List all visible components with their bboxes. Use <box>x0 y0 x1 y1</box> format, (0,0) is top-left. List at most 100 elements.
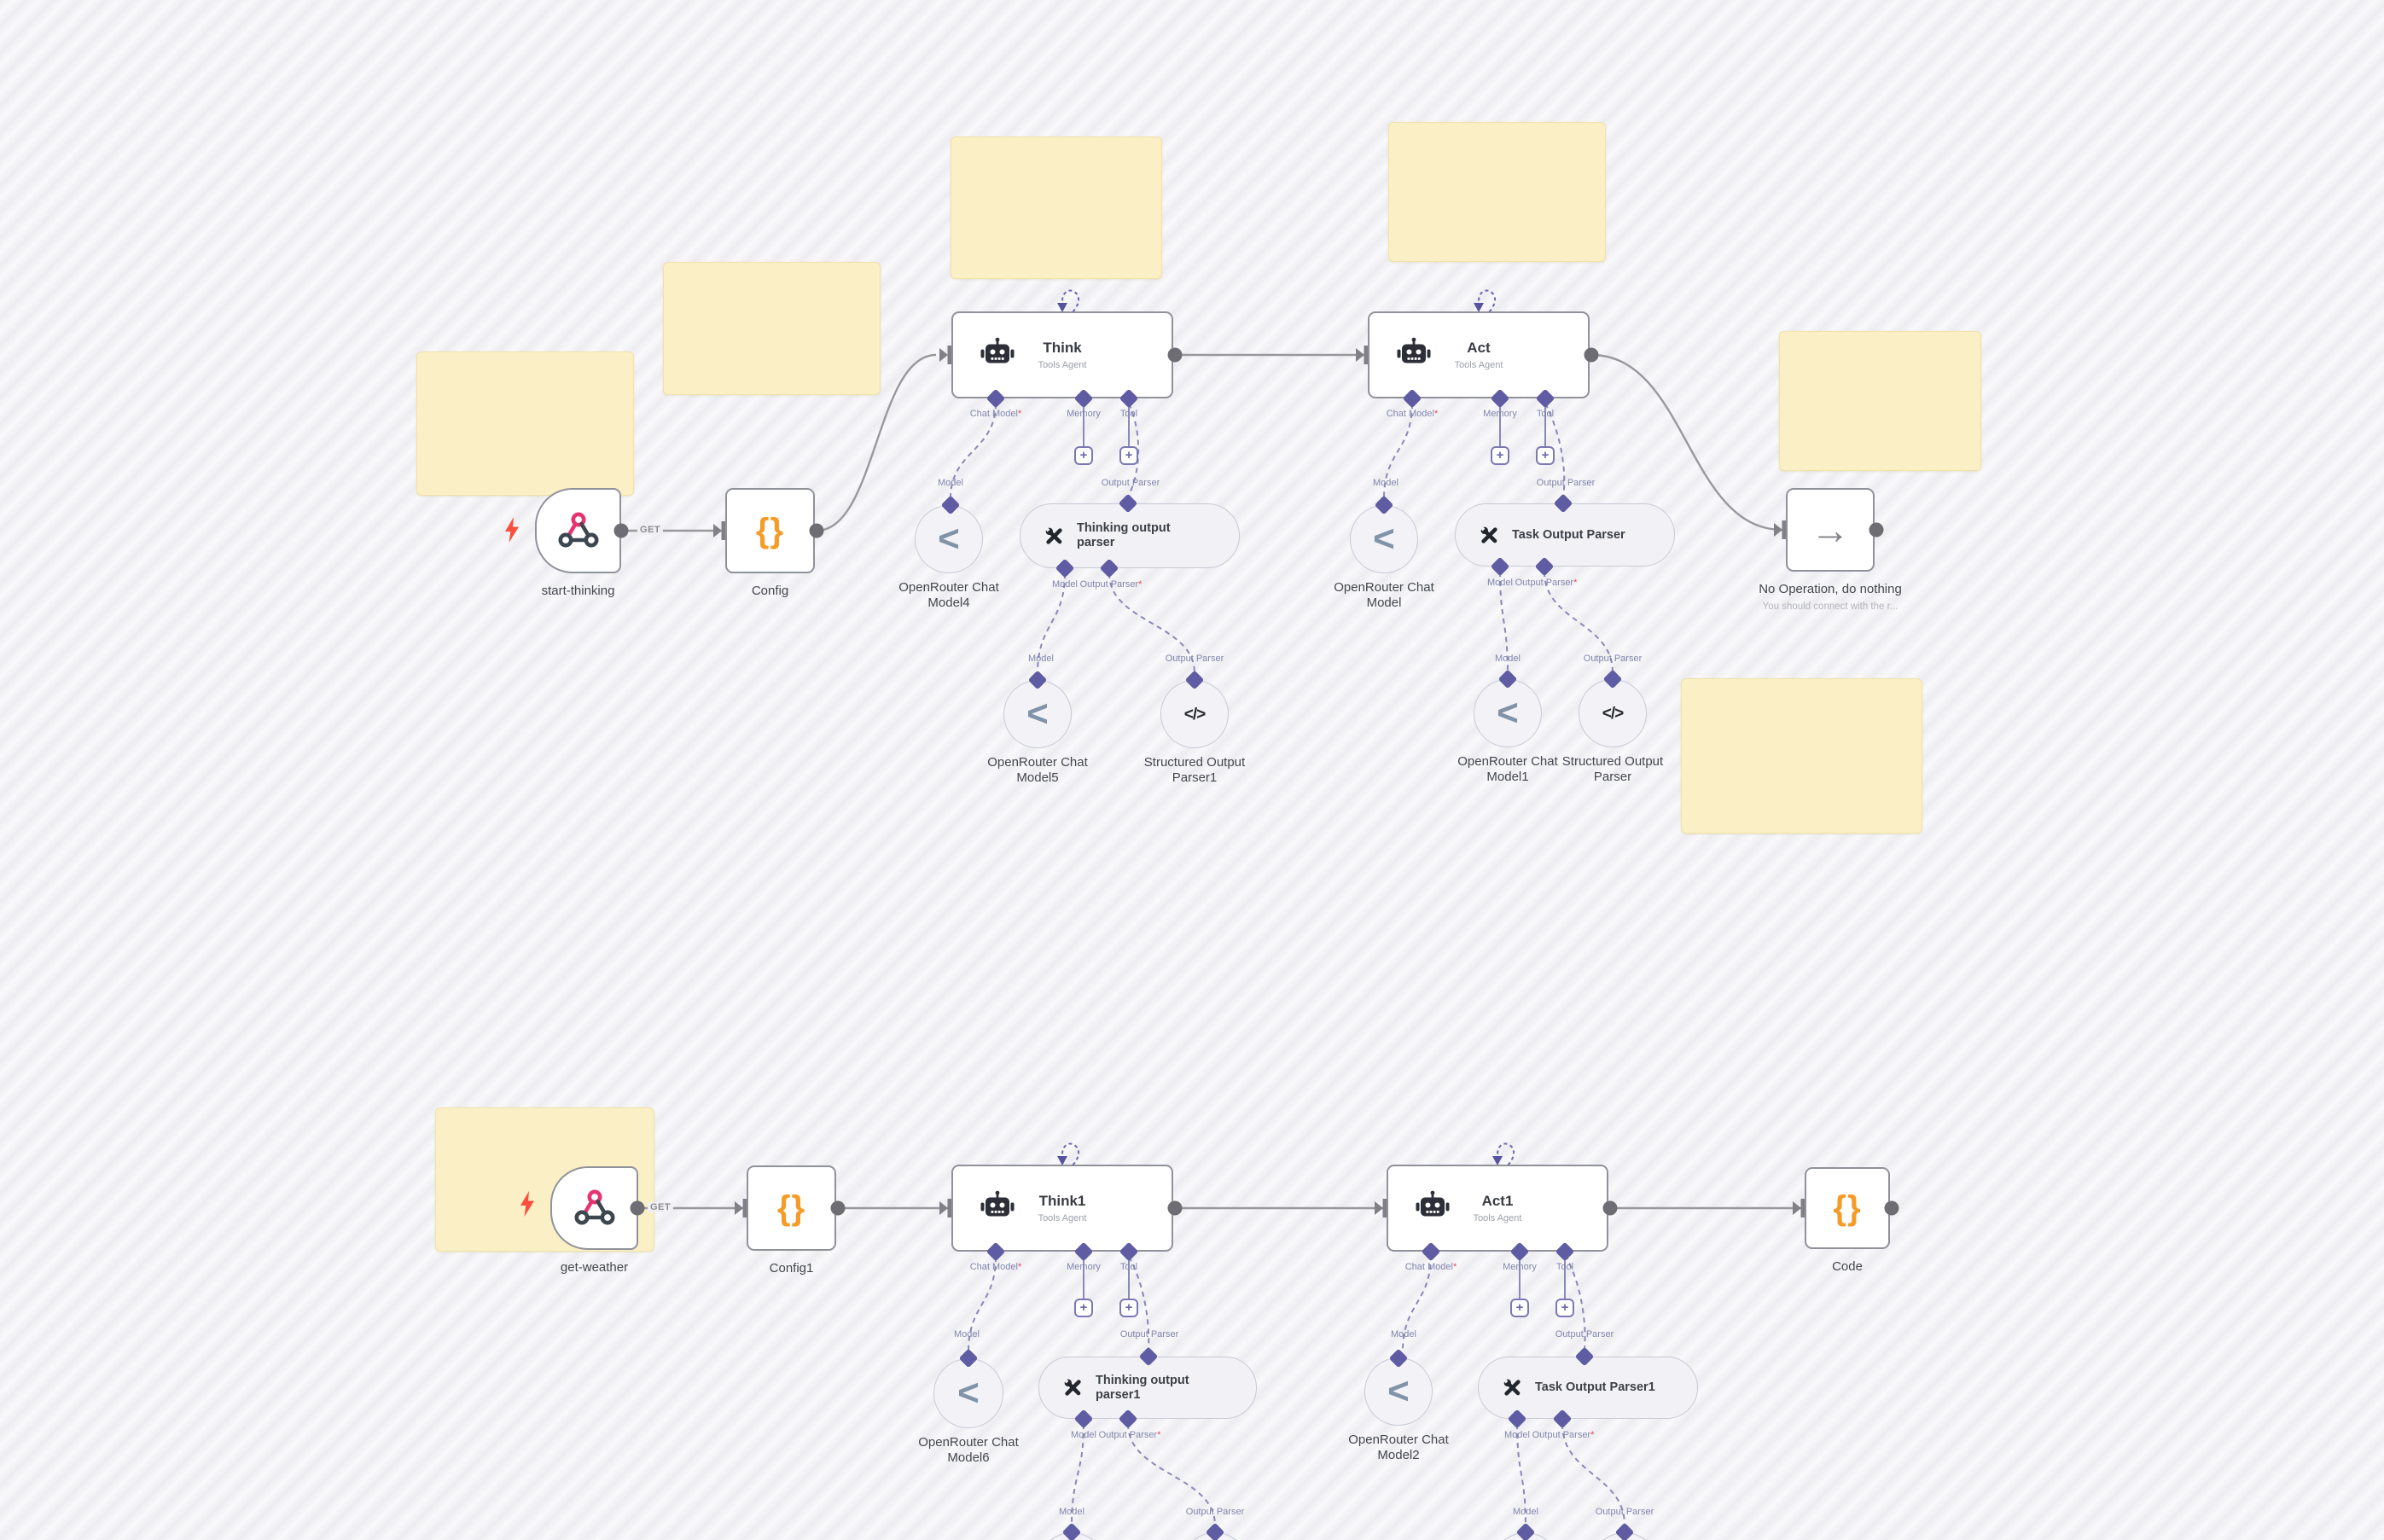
subnode-circle[interactable]: < <box>1474 679 1542 747</box>
connector-diamond[interactable] <box>1535 388 1555 409</box>
sticky-note[interactable] <box>1681 678 1922 834</box>
connector-diamond[interactable] <box>1515 1522 1536 1540</box>
connector-diamond[interactable] <box>986 1241 1006 1262</box>
connector-label-text: Output Parser <box>1536 478 1596 488</box>
connector-label: Memory <box>1067 1262 1101 1272</box>
connector-diamond[interactable] <box>1099 558 1119 578</box>
subnode-circle[interactable]: < <box>1364 1357 1433 1426</box>
agent-name: Think <box>1043 340 1082 356</box>
agent-icon-wrap <box>980 337 1015 373</box>
add-subnode-button[interactable]: + <box>1510 1299 1529 1317</box>
connector-diamond[interactable] <box>1073 1241 1094 1262</box>
trigger-node[interactable] <box>535 488 621 573</box>
braces-icon: {} <box>755 512 785 549</box>
connector-label: Model <box>1052 579 1078 590</box>
tools-icon <box>1480 526 1497 543</box>
connector-diamond[interactable] <box>1205 1522 1225 1540</box>
connector-label-text: Output Parser <box>1555 1329 1614 1340</box>
sticky-note[interactable] <box>951 137 1162 279</box>
connector-diamond[interactable] <box>1027 670 1048 690</box>
subnode-label: Structured Output Parser <box>1561 754 1664 784</box>
subnode-circle[interactable]: < <box>1003 680 1072 748</box>
subnode-label: OpenRouter Chat Model1 <box>1457 754 1558 784</box>
required-asterisk: * <box>1573 578 1578 588</box>
agent-type-label: Tools Agent <box>1038 360 1087 370</box>
connector-label-text: Output Parser <box>1079 579 1139 590</box>
add-subnode-button[interactable]: + <box>1119 446 1138 465</box>
sticky-note[interactable] <box>1388 122 1606 262</box>
connector-diamond[interactable] <box>1073 388 1094 409</box>
connector-diamond[interactable] <box>1507 1409 1527 1429</box>
action-node[interactable]: {} <box>1805 1167 1890 1249</box>
connector-diamond[interactable] <box>1388 1348 1409 1369</box>
required-asterisk: * <box>1017 409 1022 419</box>
trigger-node-label: get-weather <box>560 1260 629 1275</box>
connector-diamond[interactable] <box>1555 1241 1575 1262</box>
openrouter-icon: < <box>1373 518 1395 560</box>
connector-diamond[interactable] <box>1614 1522 1635 1540</box>
connector-label: Model <box>954 1329 980 1340</box>
connector-diamond[interactable] <box>1402 388 1422 409</box>
sticky-note[interactable] <box>416 352 634 496</box>
connector-diamond[interactable] <box>1509 1241 1530 1262</box>
connector-label-text: Model <box>1071 1430 1096 1440</box>
connector-label-text: Model <box>938 478 963 488</box>
connector-label: Memory <box>1503 1262 1537 1272</box>
trigger-node[interactable] <box>550 1166 638 1250</box>
subnode-label: OpenRouter Chat Model5 <box>987 755 1088 785</box>
connector-diamond[interactable] <box>1421 1241 1441 1262</box>
required-asterisk: * <box>1017 1262 1022 1272</box>
connector-diamond[interactable] <box>1118 1409 1138 1429</box>
connector-diamond[interactable] <box>940 495 961 515</box>
connector-diamond[interactable] <box>1119 388 1139 409</box>
add-subnode-button[interactable]: + <box>1536 446 1555 465</box>
connector-diamond[interactable] <box>1552 1409 1573 1429</box>
action-node[interactable]: {} <box>747 1165 836 1251</box>
connector-diamond[interactable] <box>958 1348 979 1369</box>
agent-type-label: Tools Agent <box>1038 1213 1087 1223</box>
connector-diamond[interactable] <box>1534 556 1555 577</box>
connector-diamond[interactable] <box>1138 1346 1159 1367</box>
connector-label-text: Model <box>1052 579 1078 590</box>
parser-pill[interactable]: Thinking output parser1 <box>1038 1357 1257 1419</box>
connector-diamond[interactable] <box>1119 1241 1139 1262</box>
parser-pill[interactable]: Thinking output parser <box>1020 503 1240 568</box>
connector-diamond[interactable] <box>986 388 1006 409</box>
connector-label-text: Output Parser <box>1101 478 1160 488</box>
action-node[interactable]: {} <box>725 488 815 573</box>
sticky-note[interactable] <box>1779 331 1981 471</box>
add-subnode-button[interactable]: + <box>1119 1299 1138 1317</box>
add-subnode-button[interactable]: + <box>1074 446 1093 465</box>
connector-diamond[interactable] <box>1055 558 1075 578</box>
connector-diamond[interactable] <box>1602 669 1623 689</box>
add-subnode-button[interactable]: + <box>1491 446 1509 465</box>
connector-label: Tool <box>1537 409 1554 419</box>
connector-diamond[interactable] <box>1073 1409 1094 1429</box>
openrouter-icon: < <box>938 518 960 560</box>
action-node[interactable]: → <box>1786 488 1875 572</box>
connector-diamond[interactable] <box>1490 388 1510 409</box>
connector-diamond[interactable] <box>1184 670 1205 690</box>
edge-label-get: GET <box>637 525 664 535</box>
connector-diamond[interactable] <box>1374 495 1394 515</box>
connector-diamond[interactable] <box>1497 669 1518 689</box>
node-title-text: Code <box>1832 1259 1863 1274</box>
connector-diamond[interactable] <box>1574 1346 1595 1367</box>
add-subnode-button[interactable]: + <box>1074 1299 1093 1317</box>
add-subnode-button[interactable]: + <box>1555 1299 1574 1317</box>
subnode-circle[interactable]: < <box>1350 505 1418 573</box>
connector-diamond[interactable] <box>1553 493 1573 514</box>
connector-diamond[interactable] <box>1118 493 1138 514</box>
connector-diamond[interactable] <box>1061 1522 1082 1540</box>
subnode-circle[interactable]: < <box>933 1358 1003 1428</box>
agent-name: Act1 <box>1481 1193 1514 1209</box>
subnode-circle[interactable]: </> <box>1579 679 1647 747</box>
connector-diamond[interactable] <box>1490 556 1510 577</box>
required-asterisk: * <box>1590 1430 1595 1440</box>
parser-pill[interactable]: Task Output Parser1 <box>1478 1357 1698 1419</box>
